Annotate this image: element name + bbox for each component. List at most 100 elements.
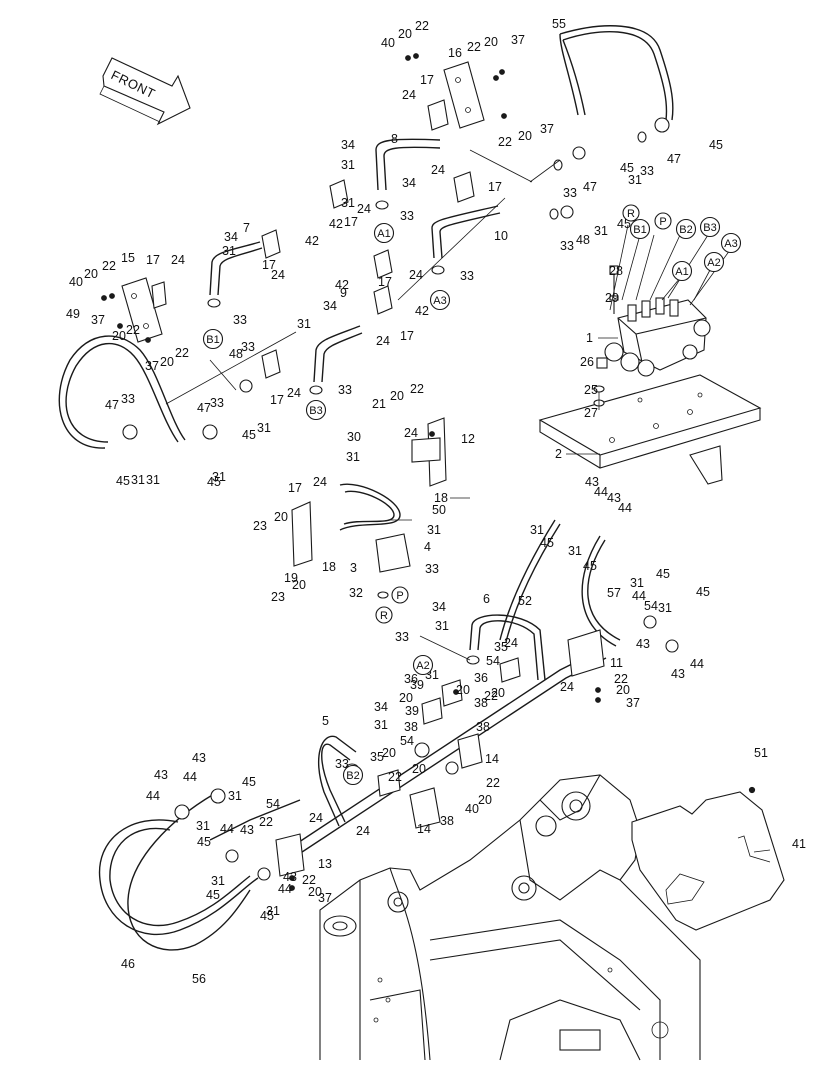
part-number-43-callout: 43	[154, 768, 168, 782]
part-number-31-callout: 31	[427, 523, 441, 537]
port-label: B2	[346, 770, 359, 782]
part-number-20-callout: 20	[616, 683, 630, 697]
part-number-31-callout: 31	[630, 576, 644, 590]
part-number-45-callout: 45	[260, 909, 274, 923]
port-b2-marker: B2	[342, 764, 364, 786]
part-number-45-callout: 45	[709, 138, 723, 152]
port-label: B3	[703, 222, 716, 234]
part-number-20-callout: 20	[274, 510, 288, 524]
part-number-22-callout: 22	[410, 382, 424, 396]
part-number-24-callout: 24	[404, 426, 418, 440]
part-number-2-callout: 2	[555, 447, 562, 461]
port-a1-marker: A1	[373, 222, 395, 244]
part-number-45-callout: 45	[656, 567, 670, 581]
port-label: A3	[433, 295, 446, 307]
part-number-24-callout: 24	[431, 163, 445, 177]
port-r-marker: R	[375, 606, 393, 624]
part-number-37-callout: 37	[540, 122, 554, 136]
part-number-54-callout: 54	[486, 654, 500, 668]
part-number-17-callout: 17	[420, 73, 434, 87]
part-number-43-callout: 43	[585, 475, 599, 489]
part-number-45-callout: 45	[206, 888, 220, 902]
part-number-54-callout: 54	[400, 734, 414, 748]
part-number-45-callout: 45	[116, 474, 130, 488]
port-b3-marker: B3	[699, 216, 721, 238]
part-number-1-callout: 1	[586, 331, 593, 345]
part-number-39-callout: 39	[410, 678, 424, 692]
part-number-19-callout: 19	[284, 571, 298, 585]
part-number-42-callout: 42	[335, 278, 349, 292]
part-number-20-callout: 20	[112, 329, 126, 343]
part-number-49-callout: 49	[66, 307, 80, 321]
part-number-33-callout: 33	[560, 239, 574, 253]
part-number-24-callout: 24	[171, 253, 185, 267]
part-number-17-callout: 17	[488, 180, 502, 194]
part-number-43-callout: 43	[240, 823, 254, 837]
part-number-33-callout: 33	[241, 340, 255, 354]
part-number-45-callout: 45	[540, 536, 554, 550]
part-number-24-callout: 24	[271, 268, 285, 282]
part-number-31-callout: 31	[374, 718, 388, 732]
part-number-20-callout: 20	[308, 885, 322, 899]
port-label: A2	[416, 660, 429, 672]
part-number-31-callout: 31	[266, 904, 280, 918]
part-number-22-callout: 22	[302, 873, 316, 887]
part-number-43-callout: 43	[283, 870, 297, 884]
part-number-5-callout: 5	[322, 714, 329, 728]
part-number-33-callout: 33	[121, 392, 135, 406]
part-number-28-callout: 28	[609, 264, 623, 278]
part-number-37-callout: 37	[91, 313, 105, 327]
part-number-20-callout: 20	[160, 355, 174, 369]
part-number-24-callout: 24	[357, 202, 371, 216]
part-number-44-callout: 44	[690, 657, 704, 671]
part-number-31-callout: 31	[211, 874, 225, 888]
part-number-22-callout: 22	[126, 323, 140, 337]
port-b1-marker: B1	[202, 328, 224, 350]
part-number-18-callout: 18	[322, 560, 336, 574]
part-number-31-callout: 31	[131, 473, 145, 487]
part-number-17-callout: 17	[270, 393, 284, 407]
part-number-3-callout: 3	[350, 561, 357, 575]
part-number-17-callout: 17	[344, 215, 358, 229]
part-number-20-callout: 20	[491, 686, 505, 700]
part-number-31-callout: 31	[257, 421, 271, 435]
port-a3-marker: A3	[720, 232, 742, 254]
part-number-20-callout: 20	[399, 691, 413, 705]
brackets-and-clamps	[121, 61, 605, 877]
front-arrow: FRONT	[99, 57, 191, 126]
part-number-31-callout: 31	[196, 819, 210, 833]
port-a1-marker: A1	[671, 260, 693, 282]
part-number-34-callout: 34	[402, 176, 416, 190]
part-number-24-callout: 24	[560, 680, 574, 694]
part-number-45-callout: 45	[197, 835, 211, 849]
part-number-31-callout: 31	[222, 244, 236, 258]
part-number-24-callout: 24	[376, 334, 390, 348]
port-label: R	[627, 208, 635, 220]
part-number-23-callout: 23	[271, 590, 285, 604]
part-number-22-callout: 22	[175, 346, 189, 360]
part-number-47-callout: 47	[197, 401, 211, 415]
part-number-54-callout: 54	[266, 797, 280, 811]
part-number-20-callout: 20	[390, 389, 404, 403]
part-number-31-callout: 31	[212, 470, 226, 484]
part-number-20-callout: 20	[292, 578, 306, 592]
part-number-33-callout: 33	[233, 313, 247, 327]
part-number-54-callout: 54	[644, 599, 658, 613]
part-number-20-callout: 20	[412, 762, 426, 776]
part-number-34-callout: 34	[432, 600, 446, 614]
part-number-34-callout: 34	[323, 299, 337, 313]
part-number-33-callout: 33	[460, 269, 474, 283]
part-number-31-callout: 31	[594, 224, 608, 238]
part-number-17-callout: 17	[262, 258, 276, 272]
port-label: A1	[377, 228, 390, 240]
part-number-42-callout: 42	[415, 304, 429, 318]
part-number-50-callout: 50	[432, 503, 446, 517]
part-number-31-callout: 31	[658, 601, 672, 615]
part-number-36-callout: 36	[474, 671, 488, 685]
part-number-44-callout: 44	[278, 882, 292, 896]
port-b2-marker: B2	[675, 218, 697, 240]
part-number-24-callout: 24	[356, 824, 370, 838]
port-label: A1	[675, 266, 688, 278]
part-number-24-callout: 24	[409, 268, 423, 282]
